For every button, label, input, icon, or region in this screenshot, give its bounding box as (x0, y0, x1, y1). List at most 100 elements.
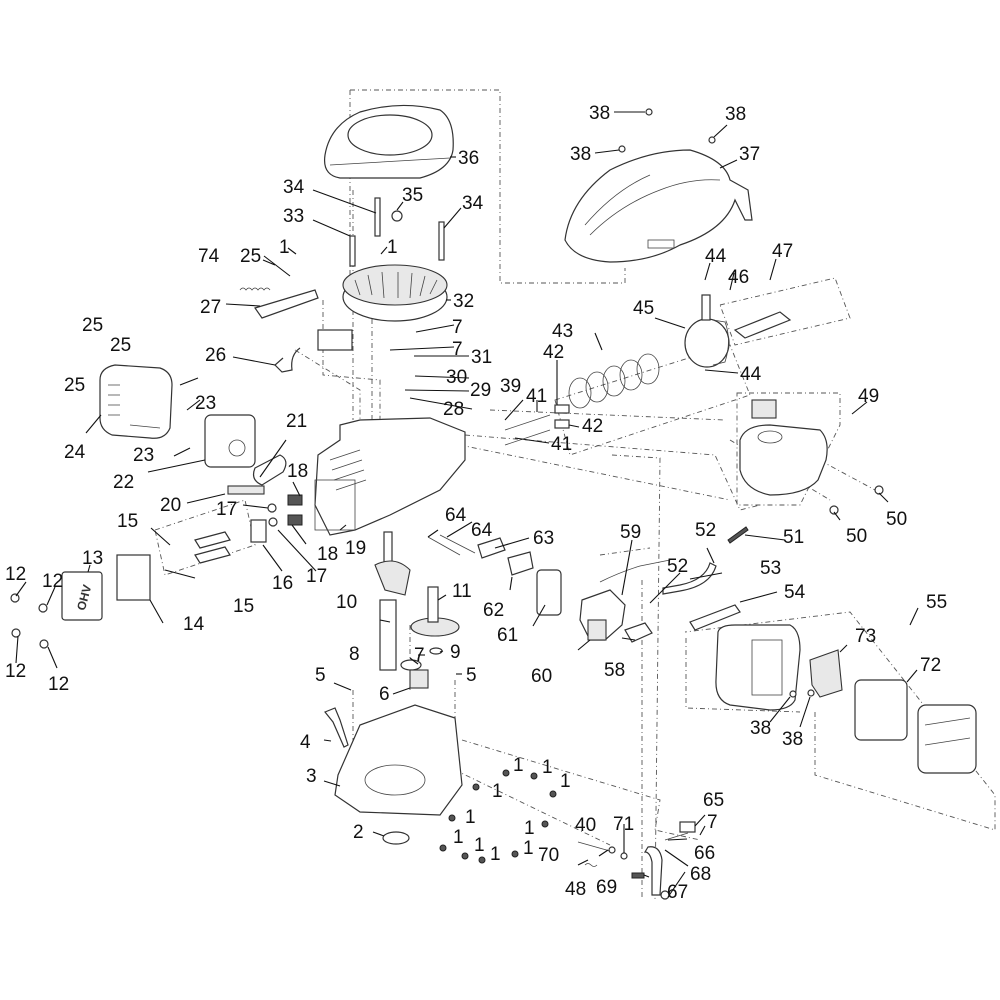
fuel-filter-part (727, 526, 749, 544)
muffler-part (204, 414, 256, 468)
camshaft-part (410, 586, 460, 637)
lifter-part (554, 419, 570, 429)
callout-65: 65 (703, 790, 724, 811)
callout-31: 31 (471, 347, 492, 368)
stud-34-part (374, 197, 381, 237)
callout-39: 39 (500, 376, 521, 397)
callout-21: 21 (286, 411, 307, 432)
fuel-tank-part (739, 399, 828, 496)
governor-arm-part (643, 846, 663, 896)
piston-rings-part (568, 353, 660, 409)
nut-35-part (391, 210, 403, 222)
callout-32: 32 (453, 291, 474, 312)
washer-48-part (608, 846, 616, 854)
callout-1: 1 (513, 755, 524, 776)
bolt-part (38, 603, 48, 613)
callout-63: 63 (533, 528, 554, 549)
callout-19: 19 (345, 538, 366, 559)
callout-30: 30 (446, 367, 467, 388)
throttle-spring-part (664, 832, 689, 841)
nut-38-part (618, 145, 626, 153)
callout-5: 5 (315, 665, 326, 686)
callout-51: 51 (783, 527, 804, 548)
bolt-group-part (439, 769, 557, 864)
flywheel-part (342, 264, 448, 322)
callout-17: 17 (216, 499, 237, 520)
callout-36: 36 (458, 148, 479, 169)
nut-part (620, 852, 628, 860)
callout-7: 7 (707, 812, 718, 833)
valve-cover-part: OHV (61, 571, 103, 621)
callout-3: 3 (306, 766, 317, 787)
callout-14: 14 (183, 614, 205, 635)
bracket-65-part (679, 821, 696, 833)
nut-38-part (807, 689, 815, 697)
callout-48: 48 (565, 879, 586, 900)
callout-18: 18 (317, 544, 338, 565)
callout-1: 1 (542, 757, 553, 778)
callout-38: 38 (782, 729, 803, 750)
callout-58: 58 (604, 660, 625, 681)
callout-43: 43 (552, 321, 573, 342)
callout-44: 44 (740, 364, 762, 385)
callout-12: 12 (5, 564, 26, 585)
callout-38: 38 (750, 718, 771, 739)
plate-part (250, 519, 267, 543)
part-shapes: OHV (10, 104, 977, 900)
callout-12: 12 (42, 571, 63, 592)
tank-bolt-part (829, 505, 839, 515)
callout-46: 46 (728, 267, 749, 288)
callout-11: 11 (452, 581, 472, 602)
callout-1: 1 (474, 835, 485, 856)
muffler-guard-part (99, 364, 173, 439)
valve-part (194, 531, 231, 564)
callout-59: 59 (620, 522, 641, 543)
callout-8: 8 (349, 644, 360, 665)
callout-50: 50 (886, 509, 907, 530)
callout-44: 44 (705, 246, 727, 267)
callout-74: 74 (198, 246, 220, 267)
piston-part (684, 318, 730, 368)
callout-18: 18 (287, 461, 308, 482)
callout-1: 1 (523, 838, 534, 859)
callout-72: 72 (920, 655, 941, 676)
callout-2: 2 (353, 822, 364, 843)
filter-element-part (854, 679, 908, 741)
callout-6: 6 (379, 684, 390, 705)
callout-41: 41 (526, 386, 547, 407)
callout-42: 42 (543, 342, 564, 363)
callout-29: 29 (470, 380, 491, 401)
callout-24: 24 (64, 442, 86, 463)
piston-pin-part (701, 294, 711, 321)
callout-5: 5 (466, 665, 477, 686)
callout-41: 41 (551, 434, 572, 455)
callout-50: 50 (846, 526, 867, 547)
callout-7: 7 (414, 645, 425, 666)
callout-22: 22 (113, 472, 134, 493)
callout-42: 42 (582, 416, 603, 437)
callout-13: 13 (82, 548, 103, 569)
callout-26: 26 (205, 345, 226, 366)
spring-part (239, 287, 271, 291)
callout-54: 54 (784, 582, 806, 603)
carburetor-part (579, 589, 626, 641)
engine-cover-part (564, 149, 753, 263)
tank-bolt-part (874, 485, 884, 495)
callout-10: 10 (336, 592, 357, 613)
callout-25: 25 (82, 315, 103, 336)
callout-12: 12 (48, 674, 69, 695)
gasket-part (252, 454, 287, 486)
callout-52: 52 (667, 556, 688, 577)
callout-71: 71 (613, 814, 634, 835)
callout-49: 49 (858, 386, 879, 407)
callout-27: 27 (200, 297, 221, 318)
valve-cover-text: OHV (74, 583, 94, 612)
callout-1: 1 (492, 781, 503, 802)
callout-1: 1 (465, 807, 476, 828)
head-gasket-part (116, 554, 151, 601)
stud-33-part (349, 235, 356, 267)
crankcase-part (314, 417, 466, 536)
callout-66: 66 (694, 843, 715, 864)
spark-plug-part (227, 485, 265, 495)
